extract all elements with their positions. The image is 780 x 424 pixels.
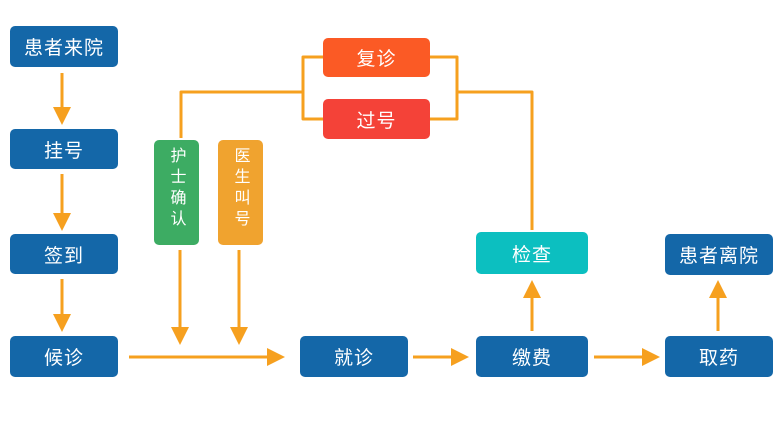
node-followup-label: 复诊 xyxy=(356,48,397,70)
node-patient-arrive-label: 患者来院 xyxy=(23,37,104,59)
node-medicine: 取药 xyxy=(665,336,773,377)
connector-bracket-exam xyxy=(457,90,534,230)
node-pay: 缴费 xyxy=(476,336,588,377)
node-consult: 就诊 xyxy=(300,336,408,377)
node-exam: 检查 xyxy=(476,232,588,274)
node-register-label: 挂号 xyxy=(43,139,84,162)
node-doctor-call-label: 医生叫号 xyxy=(231,147,251,231)
node-missed-number: 过号 xyxy=(323,99,430,139)
node-exam-label: 检查 xyxy=(511,243,552,266)
bracket-right-followup-missed xyxy=(430,55,459,121)
node-patient-arrive: 患者来院 xyxy=(10,26,118,67)
node-medicine-label: 取药 xyxy=(698,347,739,369)
node-checkin: 签到 xyxy=(10,234,118,274)
node-wait: 候诊 xyxy=(10,336,118,377)
node-missed-number-label: 过号 xyxy=(356,109,397,132)
node-pay-label: 缴费 xyxy=(511,347,552,369)
node-consult-label: 就诊 xyxy=(333,347,374,369)
node-followup: 复诊 xyxy=(323,38,430,77)
node-doctor-call: 医生叫号 xyxy=(218,140,263,245)
node-register: 挂号 xyxy=(10,129,118,169)
node-patient-leave-label: 患者离院 xyxy=(678,245,759,267)
bracket-left-followup-missed xyxy=(301,55,323,121)
connector-bracket-nurse xyxy=(179,90,303,138)
node-wait-label: 候诊 xyxy=(43,347,84,369)
node-patient-leave: 患者离院 xyxy=(665,234,773,275)
node-checkin-label: 签到 xyxy=(43,244,84,267)
node-nurse-confirm-label: 护士确认 xyxy=(167,147,187,231)
node-nurse-confirm: 护士确认 xyxy=(154,140,199,245)
